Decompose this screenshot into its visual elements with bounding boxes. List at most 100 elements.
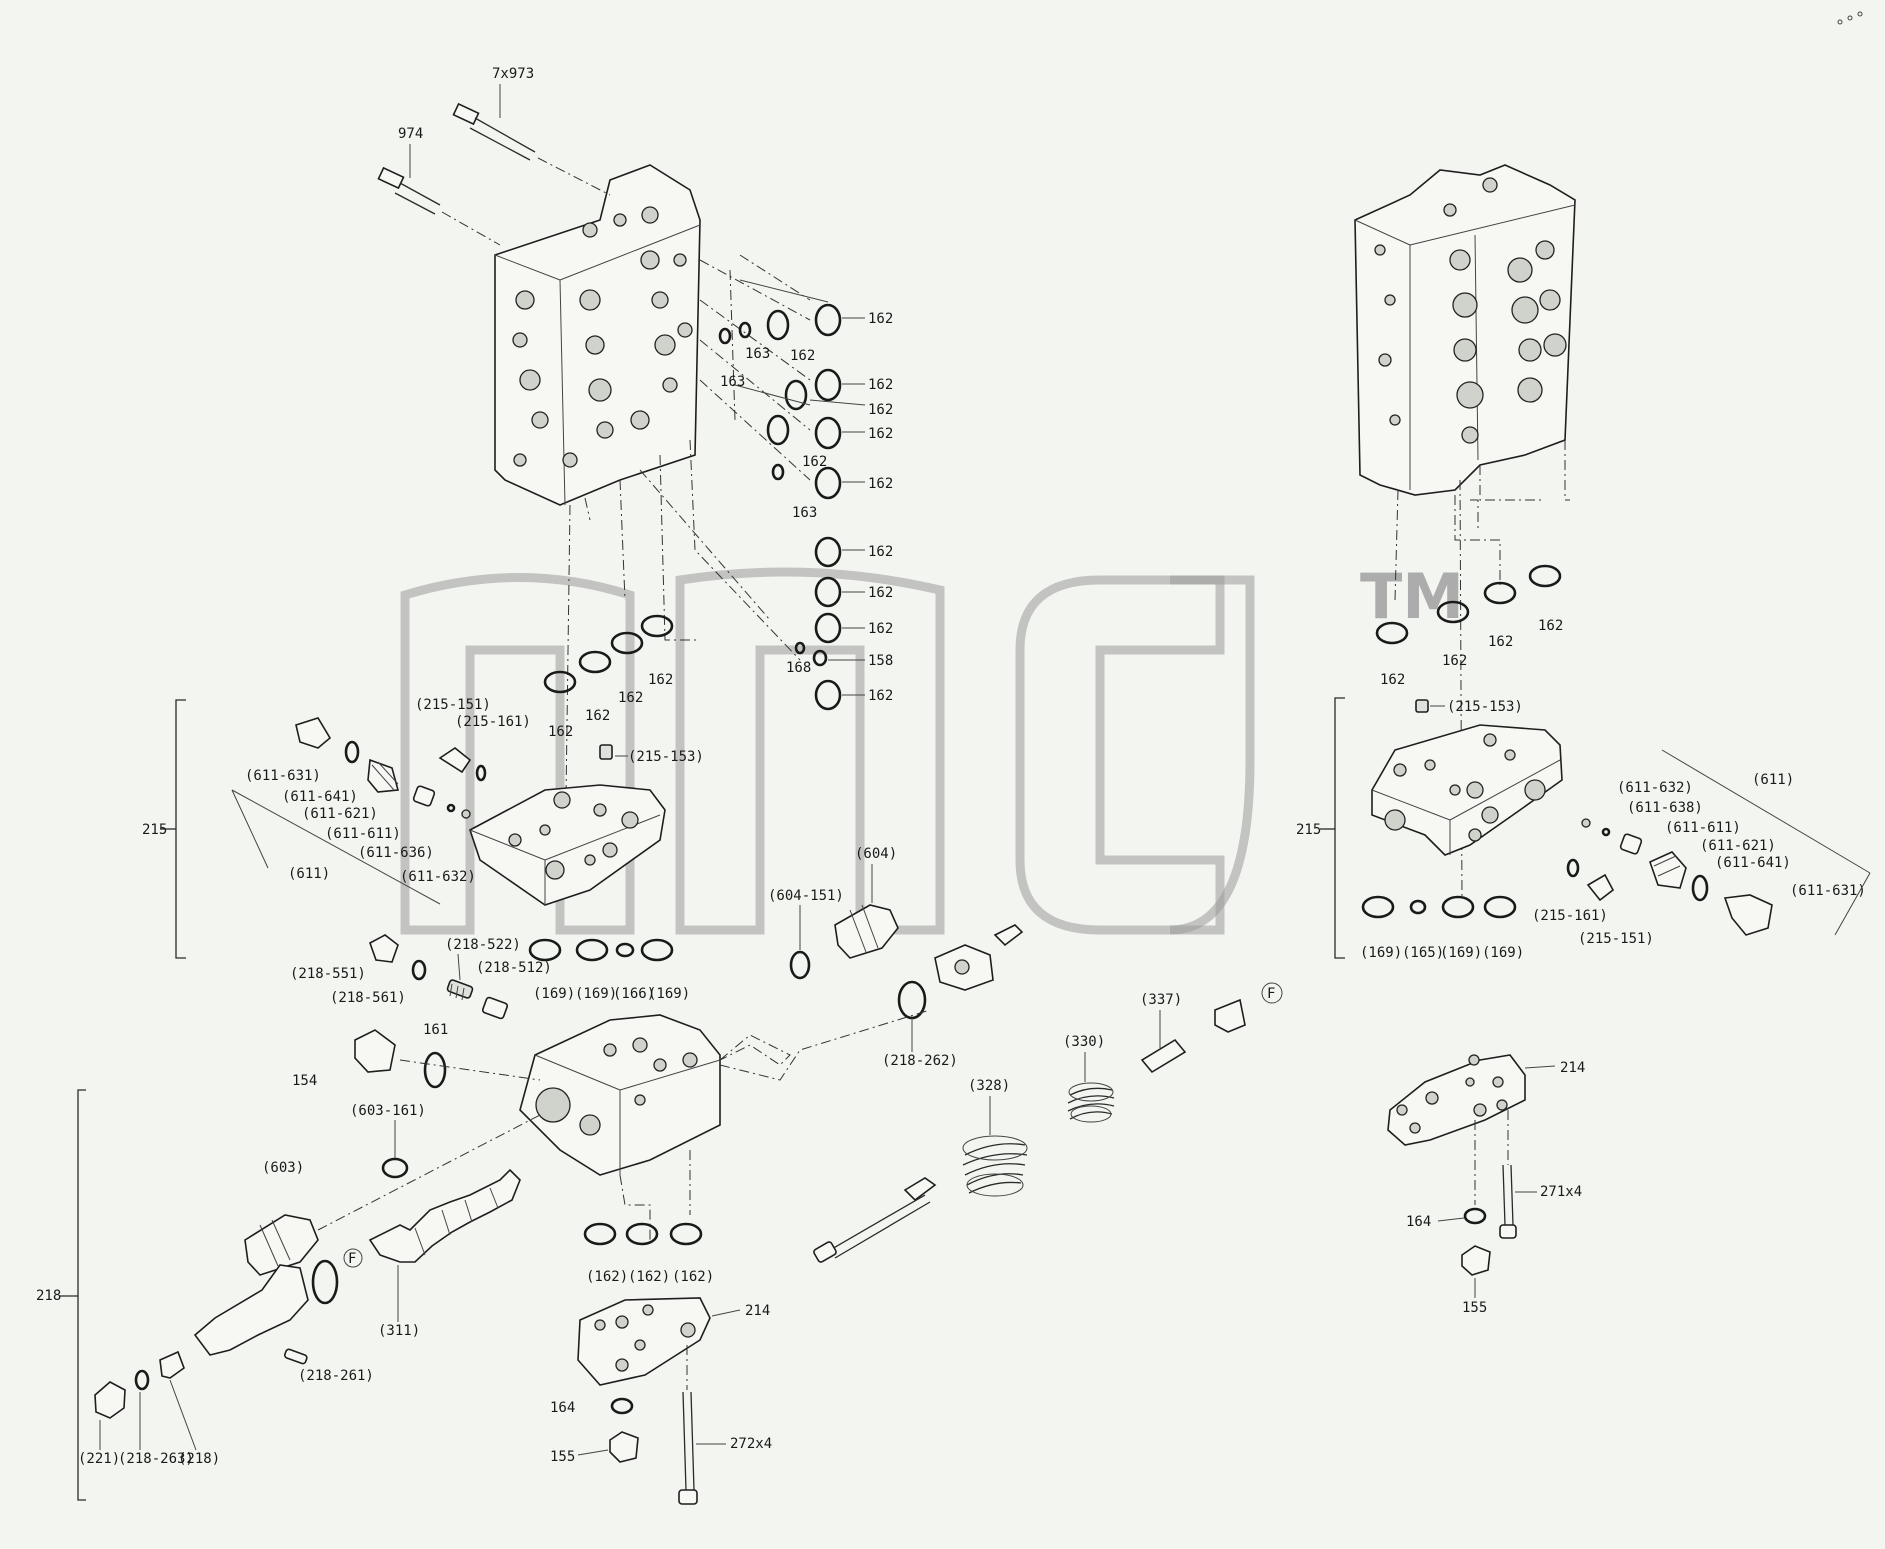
callout-611-611: (611-611) — [325, 826, 401, 842]
callout-162-c: 162 — [868, 377, 893, 393]
bolt-272 — [678, 1345, 698, 1505]
bracket-215-right — [1320, 697, 1345, 959]
callout-218-522: (218-522) — [445, 937, 521, 953]
f-marker-2: F — [1261, 982, 1283, 1004]
callout-611-632-right: (611-632) — [1617, 780, 1693, 796]
callout-611-641-right: (611-641) — [1715, 855, 1791, 871]
callout-162-j: 162 — [868, 621, 893, 637]
spool-block-218 — [519, 1014, 721, 1240]
callout-271x4: 271x4 — [1540, 1184, 1582, 1200]
plug-218-512 — [481, 996, 509, 1020]
callout-330: (330) — [1063, 1034, 1105, 1050]
callout-974: 974 — [398, 126, 423, 142]
callout-215-151: (215-151) — [415, 697, 491, 713]
callout-215: 215 — [142, 822, 167, 838]
callout-311: (311) — [378, 1323, 420, 1339]
callout-218-263: (218-263) — [118, 1451, 194, 1467]
relief-valve-611-right — [1566, 818, 1773, 936]
callout-162-r3: 162 — [1488, 634, 1513, 650]
callout-169-r-a: (169) — [1360, 945, 1402, 961]
main-valve-body-right — [1354, 164, 1576, 901]
callout-158: 158 — [868, 653, 893, 669]
callout-169-a: (169) — [533, 986, 575, 1002]
plug-154 — [354, 1029, 541, 1089]
callout-162-m4: 162 — [648, 672, 673, 688]
watermark-logo: TM — [400, 560, 1464, 935]
callout-162-p1: (162) — [586, 1269, 628, 1285]
callout-272x4: 272x4 — [730, 1436, 772, 1452]
plug-215-151 — [438, 747, 487, 782]
callout-162-d: 162 — [868, 402, 893, 418]
callout-604-151: (604-151) — [768, 888, 844, 904]
callout-162-r1: 162 — [1380, 672, 1405, 688]
callout-162-h: 162 — [868, 544, 893, 560]
spring-218-522 — [446, 979, 474, 1001]
callout-215-151-right: (215-151) — [1578, 931, 1654, 947]
plug-215-153 — [599, 744, 613, 760]
callout-162-k: 162 — [868, 688, 893, 704]
callout-611-632: (611-632) — [400, 869, 476, 885]
callout-603: (603) — [262, 1160, 304, 1176]
plug-155-right — [1461, 1245, 1491, 1276]
callout-162-i: 162 — [868, 585, 893, 601]
svg-text:F: F — [1267, 986, 1275, 1002]
callout-162-p2: (162) — [628, 1269, 670, 1285]
callout-215-153-right: (215-153) — [1447, 699, 1523, 715]
relief-valve-611-left — [295, 717, 471, 819]
callout-611-621-right: (611-621) — [1700, 838, 1776, 854]
callout-611-right: (611) — [1752, 772, 1794, 788]
callout-164-right: 164 — [1406, 1214, 1431, 1230]
callout-218-561: (218-561) — [330, 990, 406, 1006]
callout-169-c: (169) — [648, 986, 690, 1002]
callout-169-r-c: (169) — [1482, 945, 1524, 961]
pin-337 — [1140, 1038, 1187, 1074]
callout-162-p3: (162) — [672, 1269, 714, 1285]
plug-155-left — [609, 1431, 639, 1463]
callout-168: 168 — [786, 660, 811, 676]
main-valve-body-left — [494, 164, 811, 871]
callout-611-641: (611-641) — [282, 789, 358, 805]
callout-218-261: (218-261) — [298, 1368, 374, 1384]
spring-328 — [962, 1135, 1028, 1197]
callout-611-631-right: (611-631) — [1790, 883, 1866, 899]
callout-214-a: 214 — [745, 1303, 770, 1319]
block-215-right — [1371, 724, 1563, 856]
callout-162-m2: 162 — [585, 708, 610, 724]
callout-218-512: (218-512) — [476, 960, 552, 976]
callout-218-p: (218) — [178, 1451, 220, 1467]
callout-166: (166) — [613, 986, 655, 1002]
callout-169-b: (169) — [575, 986, 617, 1002]
callout-328: (328) — [968, 1078, 1010, 1094]
callout-163-b: 163 — [720, 374, 745, 390]
callout-337: (337) — [1140, 992, 1182, 1008]
flange-fitting — [934, 924, 1024, 991]
cap-218 — [193, 1259, 339, 1365]
callout-163-a: 163 — [745, 346, 770, 362]
callout-164-a: 164 — [550, 1400, 575, 1416]
callout-162-e: 162 — [868, 426, 893, 442]
spool-311 — [368, 1168, 521, 1263]
callout-214-right: 214 — [1560, 1060, 1585, 1076]
rod-pin — [813, 1177, 937, 1263]
callout-162-m1: 162 — [548, 724, 573, 740]
bracket-218 — [60, 1089, 86, 1501]
callout-611: (611) — [288, 866, 330, 882]
cover-214-right — [1387, 1054, 1526, 1146]
callout-7x973: 7x973 — [492, 66, 534, 82]
cover-214-left — [577, 1297, 711, 1386]
plug-218-551 — [369, 934, 427, 981]
callout-162-r4: 162 — [1538, 618, 1563, 634]
callout-163-c: 163 — [792, 505, 817, 521]
svg-text:F: F — [348, 1251, 356, 1267]
callout-161: 161 — [423, 1022, 448, 1038]
callout-162-g: 162 — [868, 476, 893, 492]
callout-162-m3: 162 — [618, 690, 643, 706]
callout-218-551: (218-551) — [290, 966, 366, 982]
o-ring-162-lower — [583, 1222, 703, 1246]
o-ring-603-161 — [381, 1157, 409, 1179]
plug-215-153-right — [1415, 699, 1429, 713]
o-ring-164-right — [1463, 1207, 1487, 1225]
callout-169-r-b: (169) — [1440, 945, 1482, 961]
